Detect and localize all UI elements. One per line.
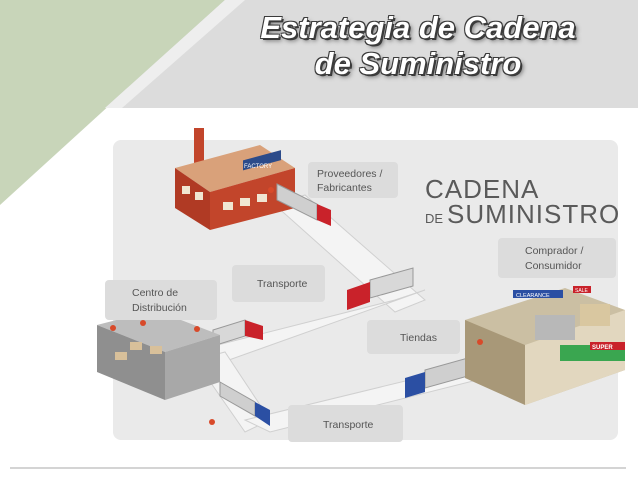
svg-text:Distribución: Distribución bbox=[132, 302, 187, 314]
diagram-heading-line-2: SUMINISTRO bbox=[447, 199, 620, 229]
svg-text:Fabricantes: Fabricantes bbox=[317, 182, 372, 194]
diagram-heading-line-1: CADENA bbox=[425, 174, 539, 204]
distribution-center bbox=[97, 310, 220, 400]
slide-title: Estrategia de Cadena de Suministro bbox=[238, 10, 598, 82]
title-band bbox=[105, 0, 638, 108]
label-transporte-top: Transporte bbox=[232, 265, 325, 302]
truck-top-road bbox=[347, 267, 414, 310]
svg-text:Tiendas: Tiendas bbox=[400, 332, 437, 344]
svg-text:Proveedores /: Proveedores / bbox=[317, 168, 382, 180]
store-sign-clearance: CLEARANCE bbox=[516, 293, 550, 299]
label-tiendas: Tiendas bbox=[367, 320, 460, 354]
pin-factory bbox=[268, 187, 274, 193]
pin-distribution bbox=[140, 320, 146, 326]
svg-text:Consumidor: Consumidor bbox=[525, 260, 582, 272]
label-transporte-bottom: Transporte bbox=[288, 405, 403, 442]
svg-text:Transporte: Transporte bbox=[257, 278, 308, 290]
pin-distribution-left bbox=[110, 325, 116, 331]
supply-chain-diagram: FACTORY bbox=[97, 128, 625, 442]
footer-divider bbox=[10, 467, 626, 469]
diagram-heading-prefix: DE bbox=[425, 211, 443, 226]
pin-road bbox=[209, 419, 215, 425]
location-pins bbox=[110, 187, 483, 425]
store-sign-super: SUPER bbox=[592, 345, 613, 351]
factory-building: FACTORY bbox=[175, 128, 295, 230]
label-centro-distribucion: Centro de Distribución bbox=[105, 280, 217, 320]
store-sign-sale: SALE bbox=[575, 288, 588, 294]
svg-text:Centro de: Centro de bbox=[132, 287, 178, 299]
truck-bottom-left bbox=[219, 381, 270, 426]
pin-distribution-right bbox=[194, 326, 200, 332]
label-comprador: Comprador / Consumidor bbox=[498, 238, 616, 278]
factory-sign: FACTORY bbox=[244, 164, 272, 170]
label-proveedores: Proveedores / Fabricantes bbox=[308, 162, 398, 198]
pin-store bbox=[477, 339, 483, 345]
svg-text:Transporte: Transporte bbox=[323, 419, 374, 431]
title-line-1: Estrategia de Cadena bbox=[260, 10, 576, 45]
store-building: CLEARANCE SALE SUPER bbox=[465, 286, 625, 405]
truck-factory bbox=[276, 183, 331, 226]
title-line-2: de Suministro bbox=[314, 46, 522, 81]
svg-text:Comprador /: Comprador / bbox=[525, 245, 583, 257]
